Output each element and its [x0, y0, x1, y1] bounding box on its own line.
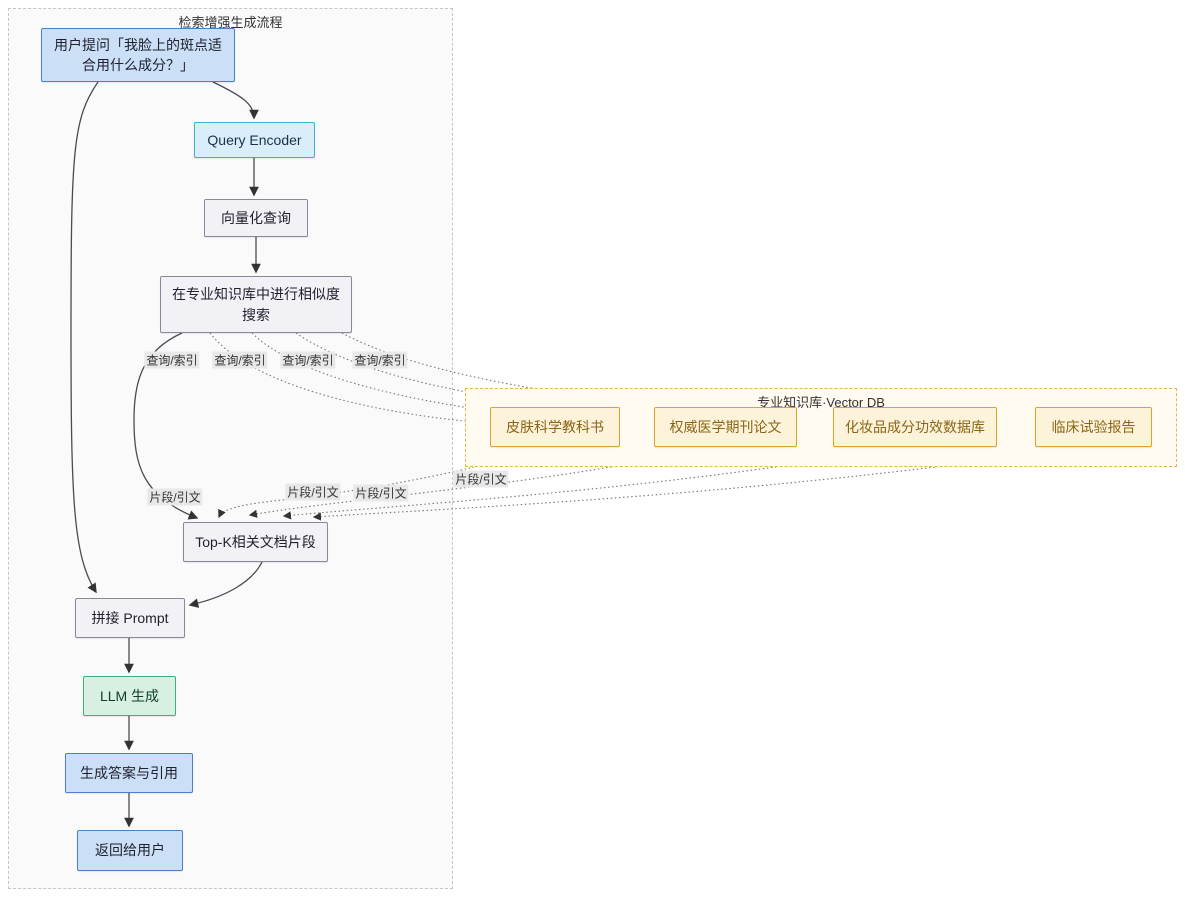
node-topk-fragments: Top-K相关文档片段	[183, 522, 328, 562]
edge-label-query-index-4: 查询/索引	[352, 351, 408, 369]
edge-label-fragment-2: 片段/引文	[285, 483, 341, 501]
node-query-encoder: Query Encoder	[194, 122, 315, 158]
node-assemble-prompt: 拼接 Prompt	[75, 598, 185, 638]
node-return-to-user: 返回给用户	[77, 830, 183, 871]
edge-label-fragment-3: 片段/引文	[353, 484, 409, 502]
rag-flow-subgraph-title: 检索增强生成流程	[178, 15, 283, 30]
node-generate-answer-citations: 生成答案与引用	[65, 753, 193, 793]
node-llm-generate: LLM 生成	[83, 676, 176, 716]
edge-label-query-index-1: 查询/索引	[144, 351, 200, 369]
node-db-cosmetic-ingredient: 化妆品成分功效数据库	[833, 407, 997, 447]
edge-label-fragment-1: 片段/引文	[147, 488, 203, 506]
node-similarity-search: 在专业知识库中进行相似度搜索	[160, 276, 352, 333]
edge-label-fragment-4: 片段/引文	[453, 470, 509, 488]
node-vectorize-query: 向量化查询	[204, 199, 308, 237]
edge-label-query-index-2: 查询/索引	[212, 351, 268, 369]
node-user-question: 用户提问「我脸上的斑点适合用什么成分？」	[41, 28, 235, 82]
edge-label-query-index-3: 查询/索引	[280, 351, 336, 369]
node-db-clinical-trial: 临床试验报告	[1035, 407, 1152, 447]
node-db-dermatology-textbook: 皮肤科学教科书	[490, 407, 620, 447]
node-db-medical-journal: 权威医学期刊论文	[654, 407, 797, 447]
